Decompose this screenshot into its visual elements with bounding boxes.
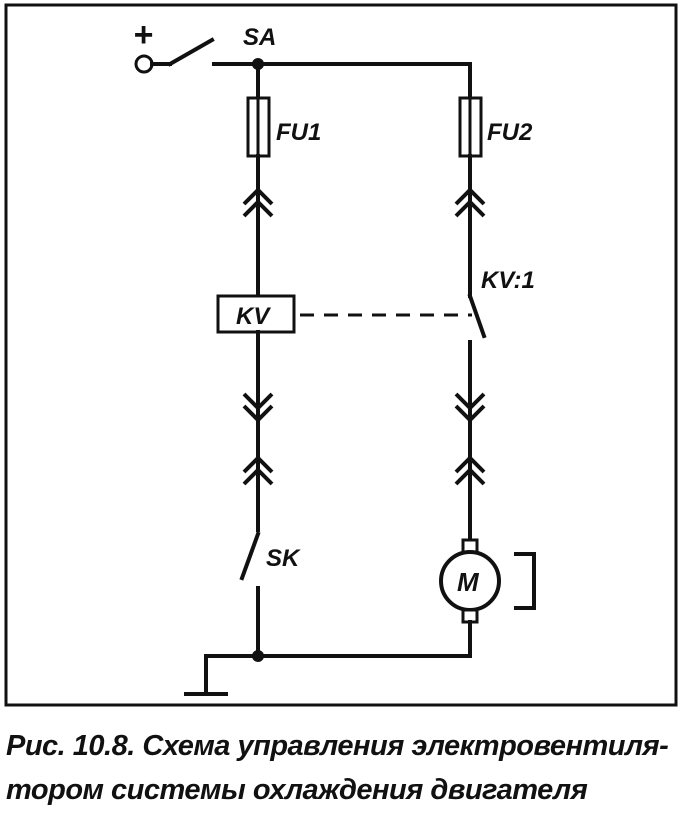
figure-caption: Рис. 10.8. Схема управления электровенти… <box>6 724 676 812</box>
relay-coil-kv <box>216 294 296 334</box>
motor-label: M <box>457 567 480 597</box>
fu1-label: FU1 <box>276 119 321 146</box>
connector-left-3 <box>242 455 274 486</box>
sa-label: SA <box>243 24 276 51</box>
diagram-border <box>4 3 678 707</box>
kv-label: KV <box>236 303 271 330</box>
connector-right-3 <box>454 455 486 486</box>
fu2-label: FU2 <box>487 119 533 146</box>
circuit-diagram: + SA FU1 KV SK FU2 <box>4 3 678 707</box>
kv1-label: KV:1 <box>481 267 535 294</box>
connector-right-2 <box>454 392 486 423</box>
power-terminal <box>134 54 172 74</box>
connector-left-2 <box>242 392 274 423</box>
switch-sa <box>167 37 260 67</box>
sk-label: SK <box>266 545 301 572</box>
motor-m <box>439 538 501 624</box>
switch-sk <box>239 531 266 658</box>
ground-symbol <box>184 654 228 696</box>
junction-dot-bottom <box>252 650 264 662</box>
plus-label: + <box>133 16 153 54</box>
caption-line-2: тором системы охлаждения двигателя <box>6 774 588 806</box>
connector-right-1 <box>454 187 486 218</box>
caption-line-1: Рис. 10.8. Схема управления электровенти… <box>6 730 669 762</box>
relay-contact-kv1 <box>467 293 487 339</box>
motor-fan-bracket <box>514 552 536 610</box>
